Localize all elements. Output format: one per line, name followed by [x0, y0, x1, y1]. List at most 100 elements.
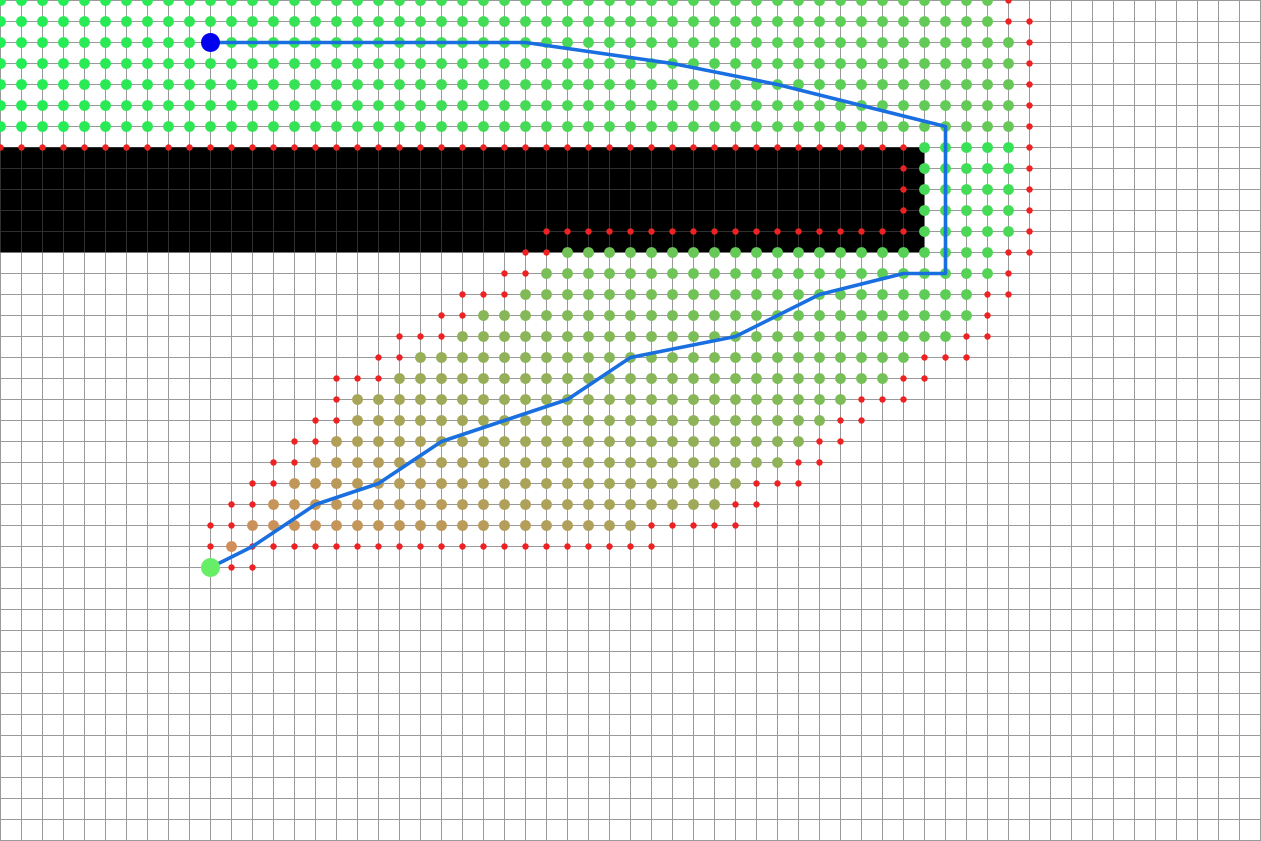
visited-node — [961, 268, 972, 279]
visited-node — [457, 79, 468, 90]
visited-node — [856, 310, 867, 321]
visited-node — [478, 520, 489, 531]
visited-node — [457, 121, 468, 132]
visited-node — [79, 58, 90, 69]
obstacle-wall — [0, 147, 925, 253]
frontier-node — [648, 543, 655, 550]
visited-node — [541, 0, 552, 6]
visited-node — [457, 16, 468, 27]
visited-node — [814, 121, 825, 132]
visited-node — [604, 457, 615, 468]
visited-node — [583, 100, 594, 111]
visited-node — [268, 499, 279, 510]
frontier-node — [333, 375, 340, 382]
visited-node — [940, 289, 951, 300]
visited-node — [121, 16, 132, 27]
visited-node — [562, 436, 573, 447]
visited-node — [373, 499, 384, 510]
visited-node — [856, 79, 867, 90]
visited-node — [835, 0, 846, 6]
visited-node — [604, 289, 615, 300]
visited-node — [646, 436, 657, 447]
visited-node — [961, 142, 972, 153]
visited-node — [625, 331, 636, 342]
visited-node — [646, 268, 657, 279]
visited-node — [583, 520, 594, 531]
visited-node — [814, 331, 825, 342]
visited-node — [184, 121, 195, 132]
visited-node — [793, 352, 804, 363]
visited-node — [436, 58, 447, 69]
visited-node — [499, 457, 510, 468]
visited-node — [499, 16, 510, 27]
frontier-node — [1005, 291, 1012, 298]
visited-node — [772, 100, 783, 111]
visited-node — [436, 415, 447, 426]
visited-node — [835, 16, 846, 27]
frontier-node — [312, 144, 319, 151]
visited-node — [919, 16, 930, 27]
visited-node — [58, 100, 69, 111]
visited-node — [310, 0, 321, 6]
frontier-node — [879, 396, 886, 403]
visited-node — [856, 0, 867, 6]
visited-node — [226, 0, 237, 6]
visited-node — [121, 121, 132, 132]
visited-node — [583, 0, 594, 6]
visited-node — [226, 16, 237, 27]
frontier-node — [1026, 60, 1033, 67]
visited-node — [961, 205, 972, 216]
visited-node — [415, 394, 426, 405]
frontier-node — [354, 375, 361, 382]
visited-node — [541, 331, 552, 342]
frontier-node — [291, 543, 298, 550]
visited-node — [562, 247, 573, 258]
visited-node — [646, 16, 657, 27]
visited-node — [373, 58, 384, 69]
visited-node — [814, 268, 825, 279]
visited-node — [625, 121, 636, 132]
visited-node — [982, 205, 993, 216]
visited-node — [562, 121, 573, 132]
visited-node — [982, 163, 993, 174]
frontier-node — [543, 249, 550, 256]
visited-node — [16, 100, 27, 111]
frontier-node — [249, 480, 256, 487]
visited-node — [688, 121, 699, 132]
visited-node — [121, 100, 132, 111]
visited-node — [835, 100, 846, 111]
visited-node — [583, 478, 594, 489]
visited-node — [709, 436, 720, 447]
visited-node — [499, 499, 510, 510]
visited-node — [961, 16, 972, 27]
visited-node — [100, 16, 111, 27]
visited-node — [247, 79, 258, 90]
frontier-node — [417, 144, 424, 151]
visited-node — [583, 394, 594, 405]
visited-node — [709, 268, 720, 279]
visited-node — [394, 79, 405, 90]
visited-node — [310, 520, 321, 531]
visited-node — [457, 0, 468, 6]
frontier-node — [522, 249, 529, 256]
frontier-node — [1026, 165, 1033, 172]
visited-node — [436, 373, 447, 384]
visited-node — [331, 457, 342, 468]
visited-node — [520, 100, 531, 111]
frontier-node — [669, 522, 676, 529]
visited-node — [268, 121, 279, 132]
visited-node — [268, 58, 279, 69]
visited-node — [856, 247, 867, 258]
visited-node — [646, 478, 657, 489]
visited-node — [982, 0, 993, 6]
visited-node — [562, 37, 573, 48]
visited-node — [940, 310, 951, 321]
visited-node — [730, 310, 741, 321]
visited-node — [667, 121, 678, 132]
frontier-node — [0, 144, 4, 151]
visited-node — [961, 37, 972, 48]
visited-node — [331, 0, 342, 6]
visited-node — [667, 310, 678, 321]
